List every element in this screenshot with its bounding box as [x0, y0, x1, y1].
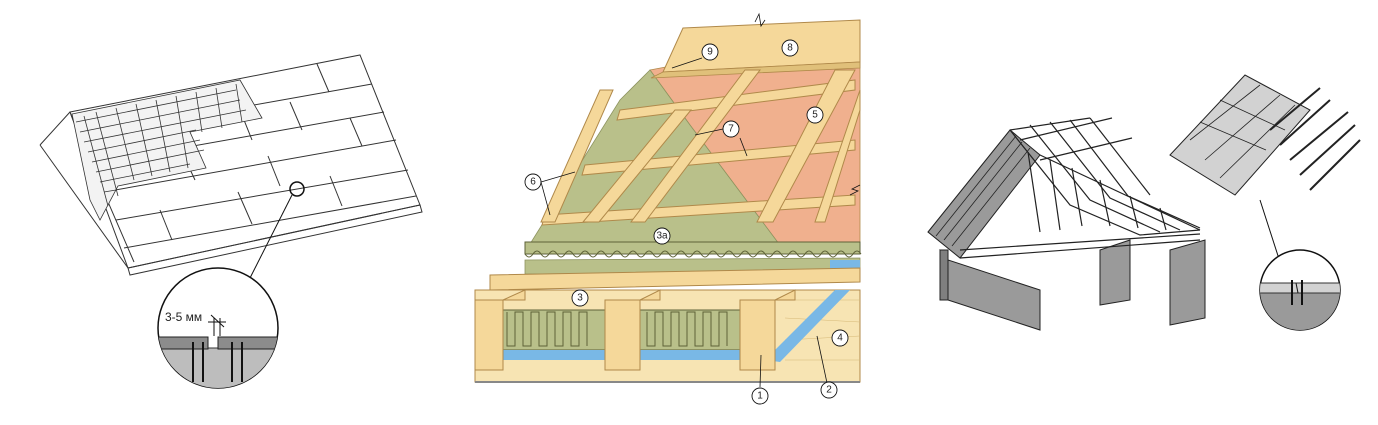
nail-detail-icon: [1259, 249, 1341, 331]
callout-1: 1: [757, 391, 763, 402]
cross-beam: [489, 267, 861, 291]
callout-5: 5: [812, 110, 818, 121]
callout-6: 6: [530, 177, 536, 188]
vapor-barrier: [500, 290, 850, 362]
roof-layers-panel: 1 2 3 3а 4 5 6 7 8 9: [455, 0, 885, 425]
roof-layers-drawing: 1 2 3 3а 4 5 6 7 8 9: [474, 12, 862, 405]
callout-circles: [524, 39, 849, 405]
sheathing-grid: [71, 79, 263, 221]
truss-frame-panel: [900, 0, 1378, 425]
trusses: [959, 117, 1201, 259]
callout-7: 7: [728, 124, 734, 135]
break-mark-icon: [754, 12, 766, 28]
callout-8: 8: [787, 43, 793, 54]
sheathing-frame-icon: [1169, 74, 1361, 196]
detail-leader: [249, 194, 293, 279]
detail-marker-icon: [289, 181, 305, 197]
callout-3: 3: [577, 293, 583, 304]
rafters: [540, 69, 861, 223]
insulation-3a: [524, 241, 861, 255]
callout-4: 4: [837, 333, 843, 344]
lower-beams: [474, 289, 796, 371]
callout-9: 9: [707, 47, 713, 58]
walls: [938, 239, 1206, 331]
shingle-roof-panel: 3-5 мм: [0, 0, 440, 425]
shingle-roof-drawing: 3-5 мм: [39, 54, 423, 389]
gap-detail-icon: [157, 267, 279, 389]
lower-insulation: [499, 309, 741, 351]
truss-frame-drawing: [927, 74, 1361, 331]
callout-leaders: [540, 57, 828, 388]
callout-2: 2: [826, 385, 832, 396]
gap-dimension-label: 3-5 мм: [165, 310, 202, 324]
callout-3a: 3а: [656, 231, 668, 242]
